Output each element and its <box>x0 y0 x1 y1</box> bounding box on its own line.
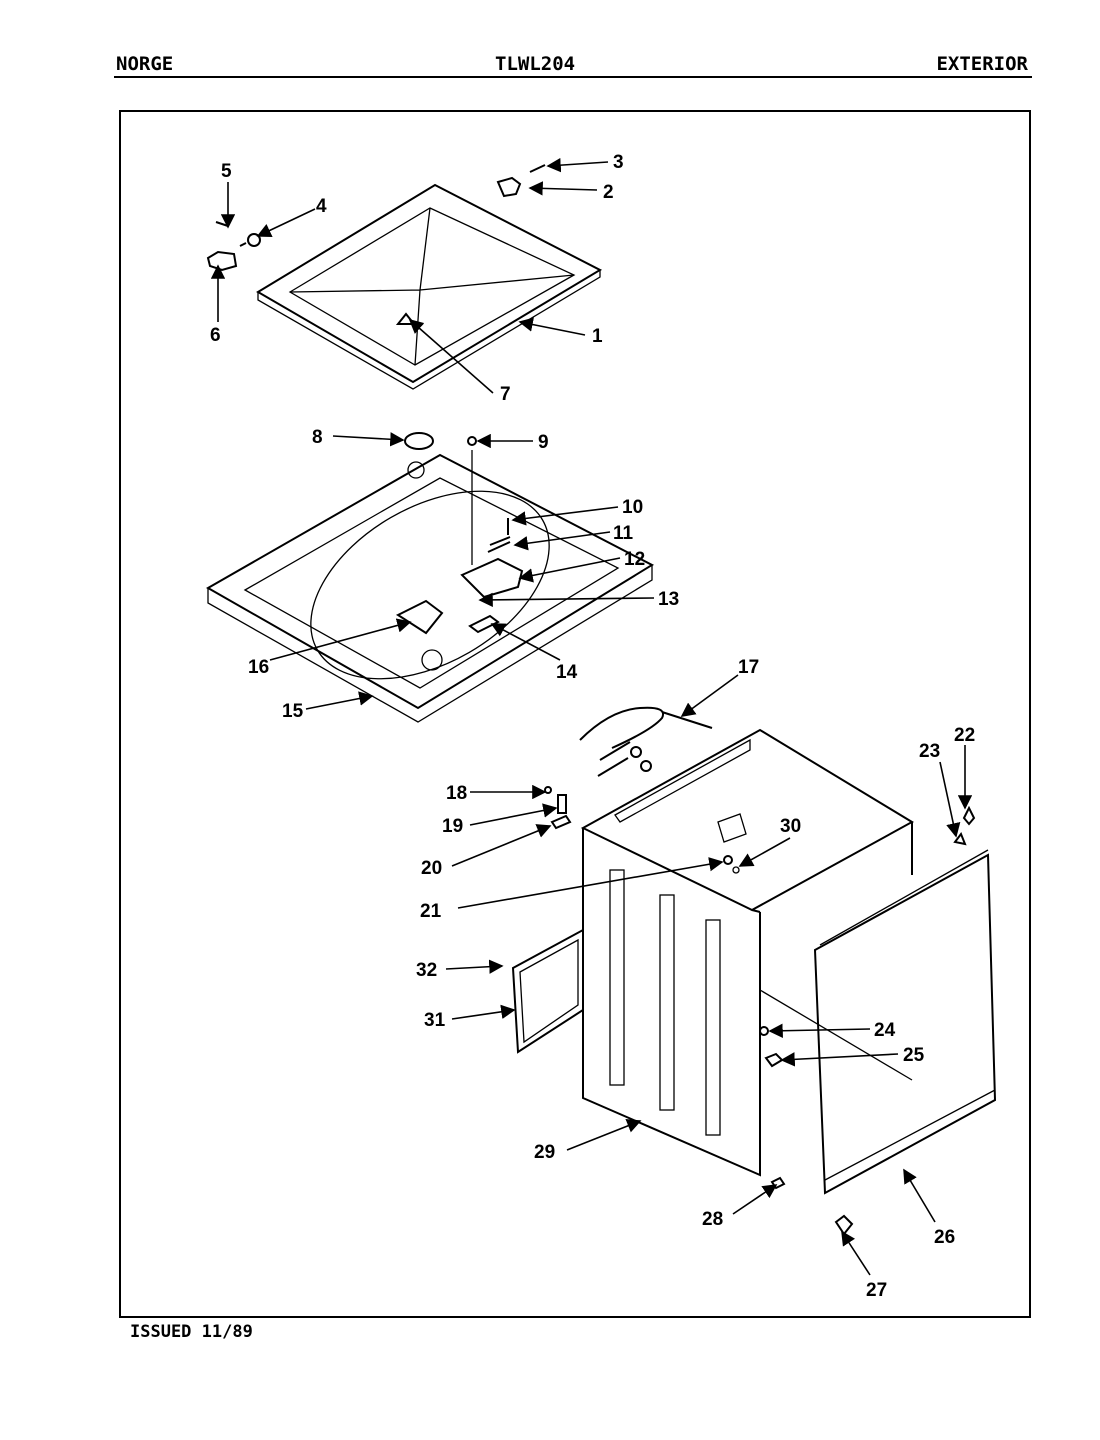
callout-6: 6 <box>210 325 221 346</box>
callout-11: 11 <box>613 523 634 544</box>
lid-hinge-parts <box>206 164 546 450</box>
callout-21: 21 <box>420 901 442 922</box>
callout-22: 22 <box>954 725 975 746</box>
callout-9: 9 <box>538 432 549 453</box>
callout-10: 10 <box>622 497 643 518</box>
lid <box>256 183 603 390</box>
power-cord <box>579 706 713 777</box>
callout-17: 17 <box>738 657 759 678</box>
callout-13: 13 <box>658 589 679 610</box>
callout-14: 14 <box>556 662 578 683</box>
brand-label: NORGE <box>116 53 174 75</box>
callout-16: 16 <box>248 657 269 678</box>
callout-20: 20 <box>421 858 442 879</box>
section-title: EXTERIOR <box>936 53 1028 75</box>
callout-2: 2 <box>603 182 614 203</box>
header-rule <box>114 76 1032 78</box>
leader-lines <box>210 157 973 1276</box>
callout-12: 12 <box>624 549 645 570</box>
callout-31: 31 <box>424 1010 446 1031</box>
callout-8: 8 <box>312 427 323 448</box>
callout-numbers: 1 2 3 4 5 6 7 8 9 10 11 12 13 14 15 16 1… <box>210 152 975 1301</box>
model-number: TLWL204 <box>495 53 576 75</box>
callout-5: 5 <box>221 161 232 182</box>
small-hardware <box>544 786 786 1190</box>
callout-18: 18 <box>446 783 467 804</box>
callout-26: 26 <box>934 1227 955 1248</box>
callout-24: 24 <box>874 1020 896 1041</box>
callout-7: 7 <box>500 384 511 405</box>
callout-4: 4 <box>316 196 327 217</box>
diagram-frame <box>119 110 1031 1318</box>
cabinet-body <box>580 728 914 1177</box>
cabinet-top <box>205 450 655 723</box>
rear-panel <box>511 928 584 1054</box>
callout-1: 1 <box>592 326 603 347</box>
callout-32: 32 <box>416 960 437 981</box>
side-panel <box>813 805 997 1236</box>
callout-25: 25 <box>903 1045 925 1066</box>
callout-29: 29 <box>534 1142 555 1163</box>
callout-15: 15 <box>282 701 304 722</box>
callout-19: 19 <box>442 816 463 837</box>
callout-28: 28 <box>702 1209 723 1230</box>
issued-date: ISSUED 11/89 <box>130 1322 253 1342</box>
callout-3: 3 <box>613 152 624 173</box>
callout-27: 27 <box>866 1280 887 1301</box>
callout-23: 23 <box>919 741 940 762</box>
callout-30: 30 <box>780 816 801 837</box>
